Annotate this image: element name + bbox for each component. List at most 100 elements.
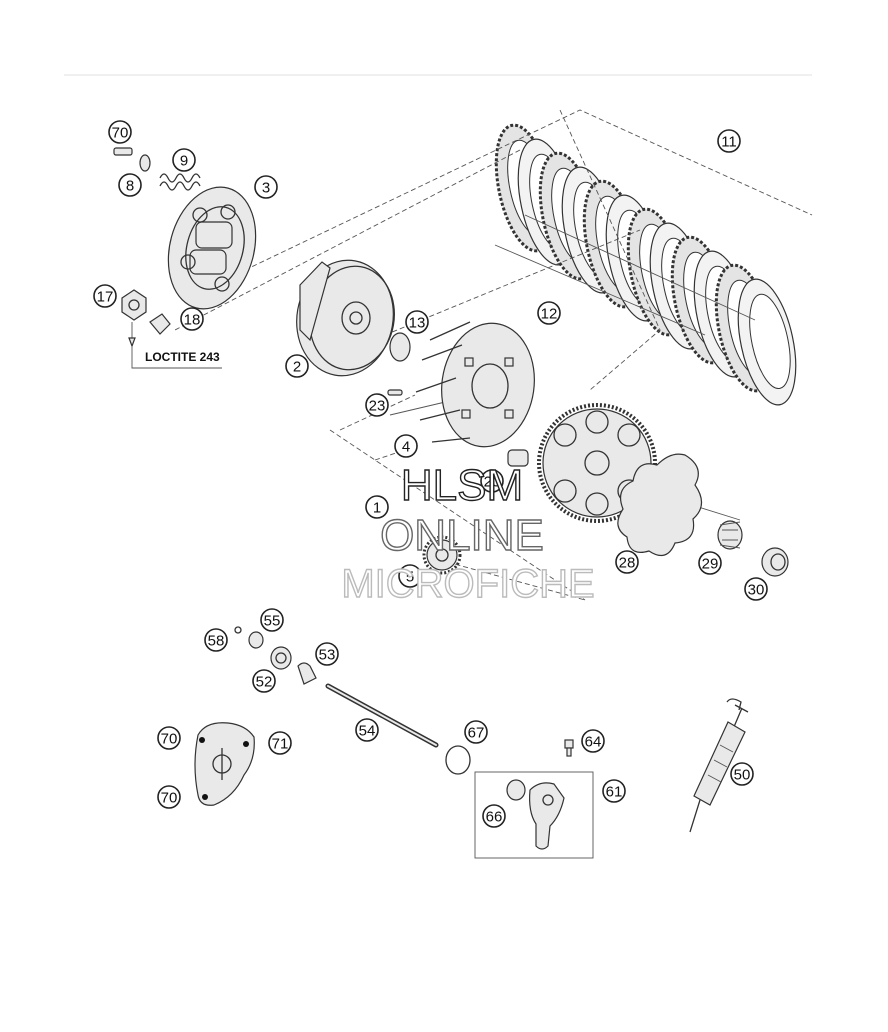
callout-circle (394, 434, 418, 458)
callout-circle (730, 762, 754, 786)
callout-circle (157, 785, 181, 809)
watermark: HLSM ONLINE MICROFICHE (341, 460, 596, 606)
callout-number: 11 (721, 134, 737, 151)
callout-58: 58 (204, 628, 228, 652)
callout-52: 52 (252, 669, 276, 693)
callout-number: 55 (264, 613, 281, 630)
callout-circle (252, 669, 276, 693)
callout-number: 9 (180, 153, 188, 170)
callout-number: 70 (161, 731, 178, 748)
callout-number: 70 (161, 790, 178, 807)
callout-number: 66 (486, 809, 503, 826)
callout-20: 20 (480, 469, 504, 493)
callout-circle (108, 120, 132, 144)
callout-50: 50 (730, 762, 754, 786)
callout-number: 18 (184, 312, 201, 329)
callout-66: 66 (482, 804, 506, 828)
callout-circle (254, 175, 278, 199)
slave-cylinder-cover (194, 722, 255, 806)
pinion-gear (422, 535, 462, 575)
callout-circle (398, 564, 422, 588)
callout-2: 2 (285, 354, 309, 378)
callout-labels: 70 8 9 3 17 18 2 13 11 12 23 4 20 1 5 28 29 30 58 55 52 53 54 6… (93, 120, 768, 828)
callout-number: 29 (702, 556, 719, 573)
callout-circle (698, 551, 722, 575)
loctite-note: LOCTITE 243 (131, 346, 222, 369)
callout-9: 9 (172, 148, 196, 172)
callout-number: 5 (406, 569, 414, 586)
bushing (761, 547, 789, 577)
callout-circle (172, 148, 196, 172)
needle-bearing (717, 520, 743, 550)
clutch-plate-stack (494, 123, 797, 406)
callout-number: 67 (468, 725, 485, 742)
callout-number: 4 (402, 439, 410, 456)
callout-number: 53 (319, 647, 336, 664)
callout-number: 20 (484, 474, 501, 491)
callout-circle (157, 726, 181, 750)
callout-18: 18 (180, 307, 204, 331)
callout-circle (355, 718, 379, 742)
nut-lock-washer (121, 289, 171, 348)
callout-circle (93, 284, 117, 308)
callout-number: 61 (606, 784, 623, 801)
callout-circle (537, 301, 561, 325)
callout-28: 28 (615, 550, 639, 574)
callout-number: 70 (112, 125, 129, 142)
callout-5: 5 (398, 564, 422, 588)
callout-circle (480, 469, 504, 493)
callout-1: 1 (365, 495, 389, 519)
callout-circle (602, 779, 626, 803)
callout-circle (365, 495, 389, 519)
callout-23: 23 (365, 393, 389, 417)
callout-17: 17 (93, 284, 117, 308)
slave-unit-group (474, 771, 594, 859)
callout-circle (717, 129, 741, 153)
callout-number: 28 (619, 555, 636, 572)
callout-30: 30 (744, 577, 768, 601)
callout-number: 8 (126, 178, 134, 195)
callout-number: 1 (373, 500, 381, 517)
callout-70: 70 (157, 726, 181, 750)
callout-circle (315, 642, 339, 666)
callout-67: 67 (464, 720, 488, 744)
callout-circle (285, 354, 309, 378)
drive-disc (617, 453, 703, 557)
pin (387, 389, 403, 396)
inner-clutch-hub (296, 259, 395, 377)
pressure-plate (167, 186, 257, 310)
callout-circle (744, 577, 768, 601)
outer-clutch-basket (415, 321, 535, 448)
callout-circle (405, 310, 429, 334)
o-ring (445, 745, 471, 775)
callout-3: 3 (254, 175, 278, 199)
callout-70: 70 (108, 120, 132, 144)
callout-55: 55 (260, 608, 284, 632)
callout-29: 29 (698, 551, 722, 575)
callout-number: 23 (369, 398, 386, 415)
callout-13: 13 (405, 310, 429, 334)
callout-8: 8 (118, 173, 142, 197)
bolt-washer-spring (113, 147, 201, 191)
bleed-screw (564, 739, 574, 757)
watermark-line1: HLSM (401, 461, 523, 510)
callout-circle (365, 393, 389, 417)
callout-54: 54 (355, 718, 379, 742)
callout-circle (118, 173, 142, 197)
callout-12: 12 (537, 301, 561, 325)
callout-circle (615, 550, 639, 574)
watermark-line2: ONLINE (380, 511, 544, 560)
callout-64: 64 (581, 729, 605, 753)
callout-number: 54 (359, 723, 376, 740)
callout-number: 30 (748, 582, 765, 599)
callout-circle (482, 804, 506, 828)
callout-4: 4 (394, 434, 418, 458)
callout-number: 58 (208, 633, 225, 650)
callout-53: 53 (315, 642, 339, 666)
callout-circle (464, 720, 488, 744)
callout-number: 64 (585, 734, 602, 751)
callout-number: 12 (541, 306, 558, 323)
callout-number: 13 (409, 315, 426, 332)
callout-number: 2 (293, 359, 301, 376)
